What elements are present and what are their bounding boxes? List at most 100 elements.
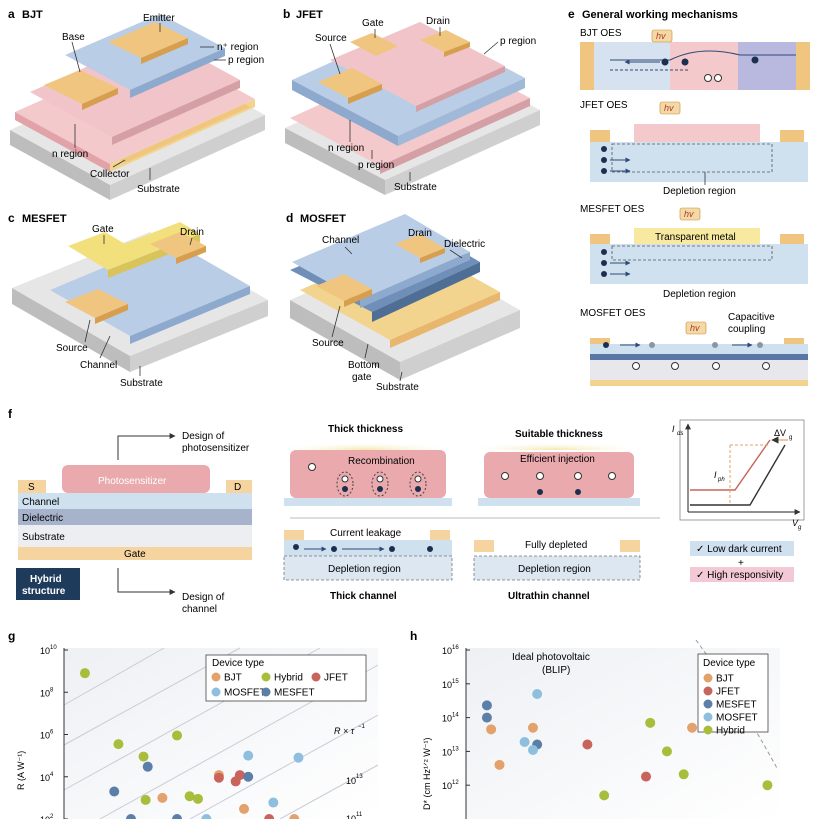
label-bjt-oes: BJT OES <box>580 28 622 39</box>
g-point-hybrid <box>79 668 90 679</box>
label-ids-sub: ds <box>677 431 683 437</box>
hv-mesfet: hv <box>684 209 694 219</box>
label-d: D <box>234 482 241 493</box>
g-legend-swatch-hybrid <box>261 672 271 682</box>
label-iph: I <box>714 470 717 480</box>
label-jfet-oes: JFET OES <box>580 100 628 111</box>
h-label-blip: (BLIP) <box>542 665 570 676</box>
bjt-collector <box>120 104 250 163</box>
label-gate-c: Gate <box>92 224 114 235</box>
label-n-region-b: n region <box>328 143 364 154</box>
label-depletion-fa: Depletion region <box>328 564 401 575</box>
mesfet-source <box>65 289 128 318</box>
iv-dark-curve <box>690 444 786 506</box>
label-gate-b: Gate <box>362 18 384 29</box>
g-label-r-tau-sup: −1 <box>358 724 366 730</box>
label-ids: I <box>672 424 675 434</box>
g-y-tick-label: 10 <box>40 773 50 783</box>
g-label-1e11: 10 <box>346 814 356 819</box>
panel-letter-d: d <box>286 211 293 225</box>
panel-letter-g: g <box>8 629 15 643</box>
label-p-region-top: p region <box>500 36 536 47</box>
label-substrate-a: Substrate <box>137 184 180 195</box>
g-legend-swatch-jfet <box>311 672 321 682</box>
h-point-bjt <box>494 759 505 770</box>
label-source-d: Source <box>312 338 344 349</box>
g-y-tick-exponent: 8 <box>50 687 54 693</box>
label-transparent-metal: Transparent metal <box>655 232 736 243</box>
label-vg-sub: g <box>798 525 802 531</box>
label-source-c: Source <box>56 343 88 354</box>
h-point-mosfet <box>519 736 530 747</box>
label-mesfet-oes: MESFET OES <box>580 204 645 215</box>
g-point-bjt <box>289 814 300 819</box>
label-depletion-e1: Depletion region <box>663 186 736 197</box>
g-point-mesfet <box>172 814 183 819</box>
g-y-tick-label: 10 <box>40 731 50 741</box>
h-point-hybrid <box>599 790 610 801</box>
label-s: S <box>28 482 35 493</box>
panel-letter-h: h <box>410 629 417 643</box>
label-hybrid-2: structure <box>22 586 66 597</box>
label-depletion-e2: Depletion region <box>663 289 736 300</box>
label-channel-f: Channel <box>22 497 59 508</box>
h-legend-label-mosfet: MOSFET <box>716 713 758 724</box>
h-legend-swatch-jfet <box>703 686 713 696</box>
h-point-mesfet <box>481 700 492 711</box>
g-legend-swatch-bjt <box>211 672 221 682</box>
panel-letter-e: e <box>568 7 575 21</box>
g-point-mosfet <box>243 750 254 761</box>
g-y-axis-label: R (A W⁻¹) <box>16 751 26 790</box>
h-y-axis-label: D* (cm Hz¹ᐟ² W⁻¹) <box>422 737 432 810</box>
g-point-mesfet <box>109 786 120 797</box>
h-point-hybrid <box>762 780 773 791</box>
label-iph-sub: ph <box>717 477 725 483</box>
h-y-tick-label: 10 <box>442 646 452 656</box>
label-drain-d: Drain <box>408 228 432 239</box>
h-point-bjt <box>486 724 497 735</box>
label-vg: V <box>792 518 799 528</box>
label-dielectric-d: Dielectric <box>444 239 485 250</box>
h-y-tick-label: 10 <box>442 747 452 757</box>
panel-letter-b: b <box>283 7 290 21</box>
g-y-tick-exponent: 6 <box>50 730 54 736</box>
g-point-hybrid <box>172 730 183 741</box>
g-legend-swatch-mesfet <box>261 687 271 697</box>
label-channel-d: Channel <box>322 235 359 246</box>
label-current-leakage: Current leakage <box>330 528 402 539</box>
g-legend-title: Device type <box>212 658 265 669</box>
label-plus: + <box>738 558 744 569</box>
g-point-jfet <box>213 772 224 783</box>
g-point-mesfet <box>142 761 153 772</box>
g-data-points <box>79 668 304 819</box>
h-y-tick-exponent: 16 <box>452 645 459 651</box>
hv-bjt: hv <box>656 31 666 41</box>
h-data-points <box>481 688 773 801</box>
g-legend-label-jfet: JFET <box>324 673 348 684</box>
g-legend-label-mesfet: MESFET <box>274 688 315 699</box>
label-drain-b: Drain <box>426 16 450 27</box>
label-fully-depleted: Fully depleted <box>525 540 587 551</box>
hybrid-structure-box <box>16 568 80 600</box>
label-dielectric-f: Dielectric <box>22 513 63 524</box>
h-point-jfet <box>641 771 652 782</box>
panel-title-b: JFET <box>296 9 323 21</box>
h-y-tick-label: 10 <box>442 781 452 791</box>
g-point-mosfet <box>201 814 212 819</box>
jfet-drain <box>420 30 470 52</box>
h-legend-swatch-bjt <box>703 673 713 683</box>
mesfet-gate <box>68 232 125 258</box>
label-mosfet-oes: MOSFET OES <box>580 308 646 319</box>
bjt-substrate-side <box>10 130 110 200</box>
g-point-mesfet <box>125 814 136 819</box>
jfet-gate <box>350 33 398 56</box>
g-point-hybrid <box>192 793 203 804</box>
label-substrate-c: Substrate <box>120 378 163 389</box>
label-bottom-gate-2: gate <box>352 372 372 383</box>
label-emitter: Emitter <box>143 13 175 24</box>
h-point-jfet <box>582 739 593 750</box>
